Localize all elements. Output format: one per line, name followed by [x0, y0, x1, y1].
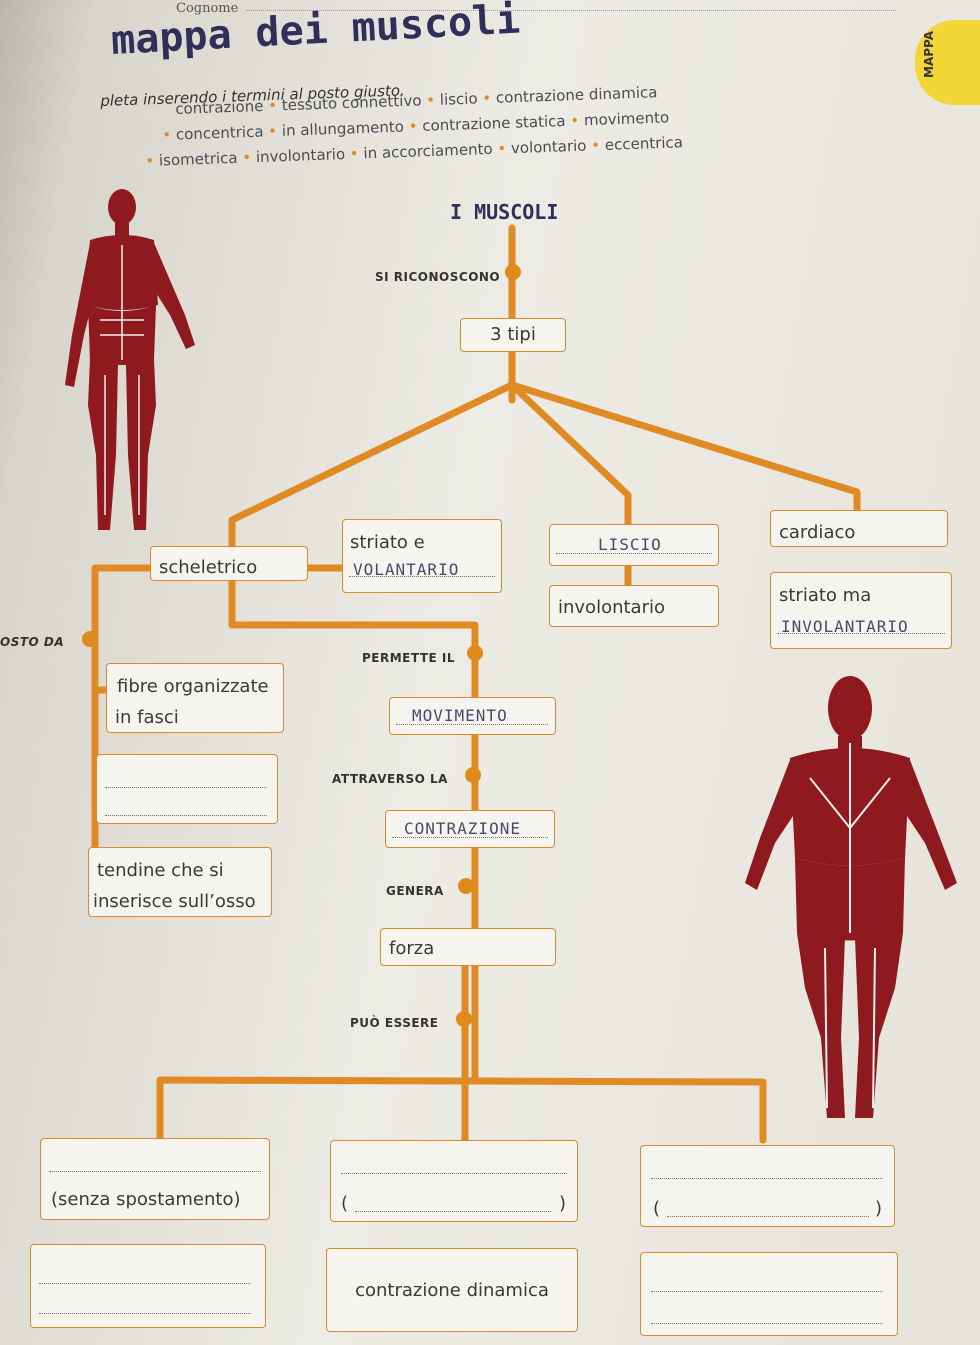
answer-line-tissue-1[interactable] [105, 787, 267, 788]
label-attraverso-la: ATTRAVERSO LA [332, 772, 448, 786]
word-contrazione: contrazione [175, 96, 264, 118]
word-isometrica: isometrica [158, 148, 238, 170]
answer-line-contrazione[interactable] [392, 837, 548, 838]
connector-dot [505, 264, 521, 280]
handwritten-liscio: LISCIO [598, 535, 662, 554]
word-liscio: liscio [439, 89, 478, 109]
connector-dot [467, 645, 483, 661]
side-tab [915, 20, 980, 105]
text-fibre-line-2: in fasci [115, 707, 179, 728]
paren-close-b: ) [875, 1198, 883, 1219]
surname-label: Cognome [176, 1, 239, 16]
connector-dot [82, 631, 98, 647]
handwritten-involontario: INVOLANTARIO [781, 617, 909, 636]
side-tab-label: MAPPA [922, 30, 936, 78]
handwritten-volontario: VOLANTARIO [353, 560, 460, 579]
muscle-figure-front-icon [65, 189, 195, 530]
paren-close-a: ) [559, 1193, 567, 1214]
word-volontario: volontario [510, 136, 587, 158]
answer-line-b-paren[interactable] [667, 1216, 869, 1217]
word-movimento: movimento [583, 108, 670, 130]
box-liscio: LISCIO [549, 524, 719, 566]
answer-line-b[interactable] [651, 1178, 883, 1179]
box-movimento: MOVIMENTO [389, 697, 556, 735]
word-involontario: involontario [255, 145, 346, 167]
label-genera: GENERA [386, 884, 444, 898]
answer-line-bl-2[interactable] [39, 1313, 251, 1314]
answer-line-br-2[interactable] [651, 1323, 883, 1324]
answer-line-involontario[interactable] [777, 633, 945, 634]
box-blank-bottom-left[interactable] [30, 1244, 266, 1328]
answer-line-liscio[interactable] [556, 553, 712, 554]
box-striato-volontario: striato e VOLANTARIO [342, 519, 502, 593]
label-si-riconoscono: SI RICONOSCONO [375, 270, 501, 284]
handwritten-contrazione: CONTRAZIONE [404, 819, 521, 838]
box-involontario: involontario [549, 585, 719, 627]
answer-line-br-1[interactable] [651, 1291, 883, 1292]
handwritten-movimento: MOVIMENTO [412, 706, 508, 725]
text-striato-ma: striato ma [779, 585, 872, 606]
paren-open-b: ( [653, 1198, 661, 1219]
box-3-tipi: 3 tipi [460, 318, 566, 352]
muscle-figure-back-icon [745, 676, 957, 1118]
answer-line-volontario[interactable] [349, 576, 495, 577]
answer-line-movimento[interactable] [396, 724, 548, 725]
box-cardiaco: cardiaco [770, 510, 948, 547]
box-statica[interactable]: (senza spostamento) [40, 1138, 270, 1220]
connector-dot [456, 1011, 472, 1027]
word-eccentrica: eccentrica [604, 133, 684, 154]
box-blank-bottom-right[interactable] [640, 1252, 898, 1336]
connector-dot [465, 767, 481, 783]
box-forza: forza [380, 928, 556, 966]
text-senza-spostamento: (senza spostamento) [51, 1189, 241, 1210]
label-permette-il: PERMETTE IL [362, 651, 456, 665]
answer-line-tissue-2[interactable] [105, 815, 267, 816]
box-contrazione: CONTRAZIONE [385, 810, 555, 848]
box-fibre: fibre organizzate in fasci [106, 663, 284, 733]
box-scheletrico: scheletrico [150, 546, 308, 581]
box-dinamica-type-a[interactable]: ( ) [330, 1140, 578, 1222]
word-concentrica: concentrica [175, 122, 264, 144]
text-tendine-line-2: inserisce sull’osso [93, 891, 256, 912]
map-root-title: I MUSCOLI [450, 200, 559, 224]
text-striato-e: striato e [350, 532, 425, 553]
answer-line-a[interactable] [341, 1173, 567, 1174]
box-blank-tissue[interactable] [96, 754, 278, 824]
label-puo-essere: PUÒ ESSERE [350, 1016, 439, 1030]
box-striato-involontario: striato ma INVOLANTARIO [770, 572, 952, 649]
label-composto-da: OSTO DA [0, 635, 65, 649]
connector-dot [458, 878, 474, 894]
answer-line-bl-1[interactable] [39, 1283, 251, 1284]
box-contrazione-dinamica: contrazione dinamica [326, 1248, 578, 1332]
surname-line[interactable] [246, 10, 896, 11]
answer-line-a-paren[interactable] [355, 1211, 551, 1212]
box-tendine: tendine che si inserisce sull’osso [88, 847, 272, 917]
answer-line-statica[interactable] [49, 1171, 261, 1172]
paren-open-a: ( [341, 1193, 349, 1214]
text-tendine-line-1: tendine che si [97, 860, 224, 881]
text-fibre-line-1: fibre organizzate [117, 676, 269, 697]
box-dinamica-type-b[interactable]: ( ) [640, 1145, 895, 1227]
